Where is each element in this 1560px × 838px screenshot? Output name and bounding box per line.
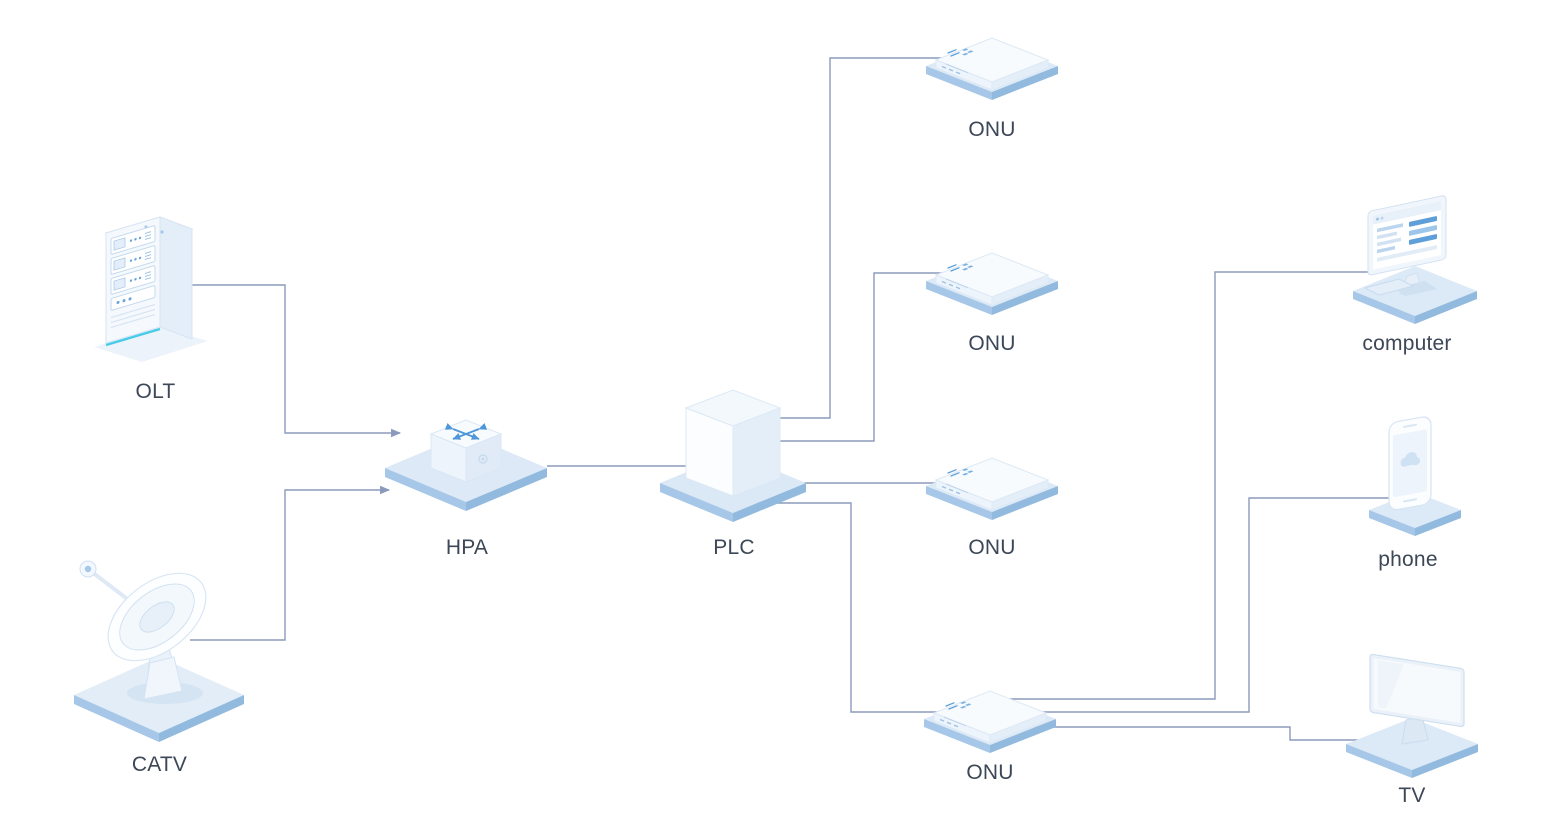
node-onu-1: ONU (926, 20, 1058, 142)
edge-plc-onu4 (757, 502, 940, 713)
node-phone: phone (1349, 415, 1467, 572)
node-computer: computer (1337, 188, 1477, 356)
server-rack-icon (94, 216, 208, 362)
smartphone-icon (1369, 416, 1461, 536)
node-label-onu-2: ONU (968, 332, 1016, 355)
edge-plc-onu2 (778, 272, 944, 442)
node-label-olt: OLT (135, 380, 176, 403)
node-onu-4: ONU (924, 673, 1056, 785)
node-hpa: HPA (383, 398, 551, 560)
node-tv: TV (1346, 650, 1478, 808)
node-label-catv: CATV (131, 753, 188, 776)
satellite-dish-icon (74, 560, 244, 742)
node-label-phone: phone (1378, 548, 1438, 571)
node-catv: CATV (62, 545, 257, 777)
edge-onu4-tv (1030, 726, 1360, 741)
node-plc: PLC (648, 388, 820, 560)
edge-catv-hpa (190, 485, 391, 641)
edge-plc-onu1 (778, 57, 944, 419)
desktop-computer-icon (1353, 195, 1477, 324)
node-label-plc: PLC (713, 536, 755, 559)
node-olt: OLT (88, 195, 223, 404)
modem-icon (926, 37, 1058, 100)
edge-olt-hpa (191, 284, 402, 438)
modem-icon (926, 252, 1058, 315)
node-label-onu-1: ONU (968, 118, 1016, 141)
node-label-tv: TV (1398, 784, 1426, 807)
switch-cube-icon (385, 419, 547, 511)
modem-icon (926, 457, 1058, 520)
node-label-onu-3: ONU (968, 536, 1016, 559)
node-onu-2: ONU (926, 235, 1058, 356)
splitter-box-icon (660, 389, 806, 522)
edge-onu4-phone (1036, 497, 1402, 713)
edge-onu4-computer (1008, 271, 1374, 700)
node-onu-3: ONU (926, 440, 1058, 560)
node-label-hpa: HPA (445, 536, 489, 559)
modem-icon (924, 690, 1056, 753)
television-icon (1346, 653, 1478, 778)
node-label-computer: computer (1362, 332, 1452, 355)
node-label-onu-4: ONU (966, 761, 1014, 784)
